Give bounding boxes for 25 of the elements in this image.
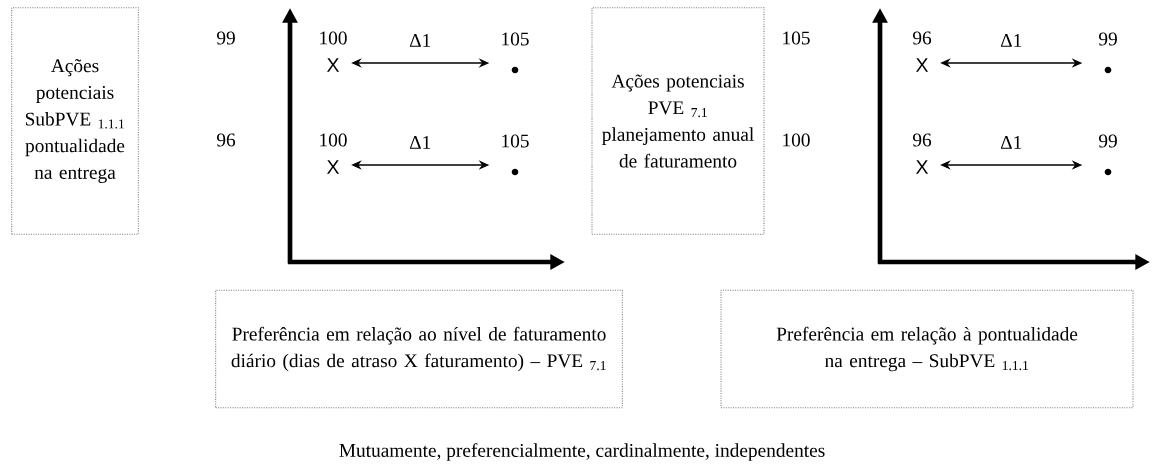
x-mark: X <box>916 160 929 174</box>
value-label: 105 <box>502 134 529 148</box>
value-label: 105 <box>783 31 810 45</box>
edge-label: Δ1 <box>1000 135 1022 149</box>
value-label: 96 <box>912 31 932 45</box>
value-label: 100 <box>783 133 810 147</box>
x-mark: X <box>916 58 929 72</box>
value-label: 99 <box>1098 32 1117 46</box>
edge-label: Δ1 <box>1000 33 1022 47</box>
text-box: Preferência em relação à pontualidade na entrega – SubPVE $_{1.1.1}$ <box>720 289 1134 409</box>
text-box: Ações potenciais PVE $_{7.1}$ planejamento anual de faturamento <box>591 7 765 235</box>
value-label: 105 <box>502 32 529 46</box>
edge-label: Δ1 <box>409 33 431 47</box>
value-label: 100 <box>320 133 347 147</box>
edge-label: Δ1 <box>409 135 431 149</box>
value-label: 99 <box>1098 134 1117 148</box>
x-mark: X <box>327 160 340 174</box>
text-box: Ações potenciais SubPVE $_{1.1.1}$ pontualidade na entrega <box>11 7 139 235</box>
value-label: 99 <box>216 31 235 45</box>
caption: Mutuamente, preferencialmente, cardinalmente, independentes <box>339 443 825 461</box>
value-label: 96 <box>216 133 236 147</box>
x-mark: X <box>327 58 340 72</box>
value-label: 100 <box>320 31 347 45</box>
value-label: 96 <box>912 133 932 147</box>
text-box: Preferência em relação ao nível de faturamento diário (dias de atraso X faturamento) – PVE $_{7.1}$ <box>215 289 623 409</box>
